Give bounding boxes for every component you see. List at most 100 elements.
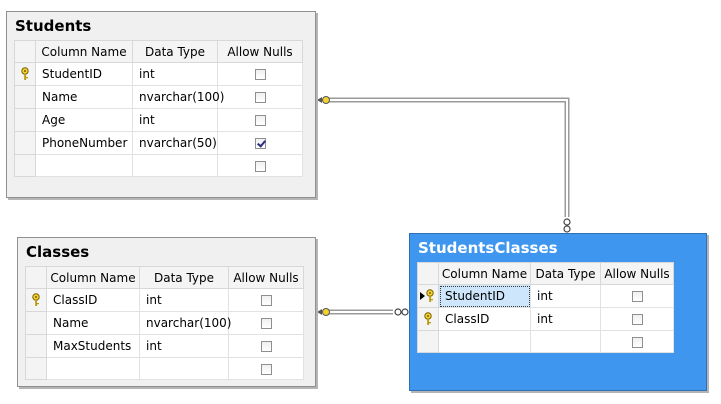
allow-nulls-checkbox[interactable] [631,336,643,348]
new-row[interactable] [14,154,303,177]
allow-nulls-cell[interactable] [217,62,303,86]
allow-nulls-cell[interactable] [217,131,303,155]
row-selector[interactable] [14,108,36,132]
column-name-header: Column Name [35,40,133,63]
column-name-cell[interactable]: MaxStudents [46,334,140,358]
column-name-cell[interactable]: ClassID [46,288,140,312]
column-name-cell[interactable]: ClassID [438,307,531,331]
row-selector[interactable] [14,85,36,109]
data-type-cell[interactable]: int [530,307,601,331]
table-row[interactable]: MaxStudents int [25,334,304,358]
row-selector[interactable] [25,334,47,358]
table-row[interactable]: Name nvarchar(100) [14,85,303,109]
row-selector[interactable] [25,288,47,312]
table-row[interactable]: ClassID int [417,307,674,331]
table-row[interactable]: Name nvarchar(100) [25,311,304,335]
table-row[interactable]: StudentID int [14,62,303,86]
relationship-students-studentsclasses[interactable] [317,96,571,233]
allow-nulls-cell[interactable] [228,357,304,380]
row-selector[interactable] [14,131,36,155]
row-selector[interactable] [417,307,439,331]
table-studentsclasses[interactable]: StudentsClasses Column Name Data Type Al… [409,233,707,391]
row-selector[interactable] [25,311,47,335]
key-end-icon [317,96,330,104]
column-name-cell[interactable]: StudentID [35,62,133,86]
data-type-cell[interactable]: nvarchar(100) [132,85,225,109]
table-title: StudentsClasses [418,239,558,257]
grid-header-row: Column Name Data Type Allow Nulls [25,266,304,289]
column-name-cell[interactable]: StudentID [438,284,531,308]
key-icon [426,289,434,302]
row-selector[interactable] [25,357,47,380]
data-type-cell[interactable]: nvarchar(100) [139,311,232,335]
data-type-header: Data Type [530,262,601,285]
row-selector-header [417,262,439,285]
column-name-header: Column Name [438,262,531,285]
column-name-cell[interactable] [438,330,531,353]
allow-nulls-cell[interactable] [228,311,304,335]
column-name-cell[interactable]: Name [46,311,140,335]
data-type-cell[interactable] [530,330,601,353]
allow-nulls-cell[interactable] [217,108,303,132]
table-row[interactable]: StudentID int [417,284,674,308]
column-name-cell[interactable]: PhoneNumber [35,131,133,155]
new-row[interactable] [25,357,304,380]
row-selector-header [25,266,47,289]
infinity-icon [394,308,409,316]
allow-nulls-checkbox[interactable] [631,291,643,302]
data-type-cell[interactable]: int [139,288,229,312]
key-icon [424,312,432,325]
table-title: Students [15,17,92,35]
allow-nulls-header: Allow Nulls [228,266,304,289]
data-type-cell[interactable] [132,154,218,177]
row-selector[interactable] [14,154,36,177]
column-name-cell[interactable] [46,357,140,380]
allow-nulls-cell[interactable] [228,288,304,312]
arrow-icon [420,289,434,302]
allow-nulls-cell[interactable] [600,307,674,331]
row-selector[interactable] [417,284,439,308]
row-selector[interactable] [417,330,439,353]
table-row[interactable]: ClassID int [25,288,304,312]
table-classes[interactable]: Classes Column Name Data Type Allow Null… [17,237,316,387]
data-type-cell[interactable]: int [139,334,229,358]
row-selector-header [14,40,36,63]
table-students[interactable]: Students Column Name Data Type Allow Nul… [6,11,316,198]
data-type-cell[interactable] [139,357,229,380]
allow-nulls-checkbox[interactable] [254,115,266,126]
allow-nulls-cell[interactable] [600,330,674,353]
allow-nulls-checkbox[interactable] [254,160,266,172]
column-name-cell[interactable]: Name [35,85,133,109]
data-type-header: Data Type [132,40,218,63]
column-name-cell[interactable]: Age [35,108,133,132]
data-type-cell[interactable]: int [132,62,218,86]
column-name-header: Column Name [46,266,140,289]
key-icon [21,67,29,80]
allow-nulls-cell[interactable] [228,334,304,358]
data-type-cell[interactable]: int [530,284,601,308]
row-selector[interactable] [14,62,36,86]
allow-nulls-cell[interactable] [217,154,303,177]
allow-nulls-checkbox[interactable] [260,341,272,352]
allow-nulls-checkbox[interactable] [254,92,266,103]
allow-nulls-checkbox[interactable] [260,295,272,306]
allow-nulls-cell[interactable] [217,85,303,109]
column-name-cell[interactable] [35,154,133,177]
column-grid: Column Name Data Type Allow Nulls Studen… [14,40,303,177]
allow-nulls-header: Allow Nulls [600,262,674,285]
table-row[interactable]: PhoneNumber nvarchar(50) [14,131,303,155]
column-grid: Column Name Data Type Allow Nulls ClassI… [25,266,304,380]
data-type-cell[interactable]: int [132,108,218,132]
allow-nulls-checkbox[interactable] [631,314,643,325]
allow-nulls-checkbox[interactable] [254,138,266,149]
relationship-classes-studentsclasses[interactable] [317,308,409,316]
key-icon [32,293,40,306]
allow-nulls-checkbox[interactable] [260,363,272,375]
new-row[interactable] [417,330,674,353]
allow-nulls-cell[interactable] [600,284,674,308]
data-type-cell[interactable]: nvarchar(50) [132,131,218,155]
allow-nulls-checkbox[interactable] [254,69,266,80]
allow-nulls-checkbox[interactable] [260,318,272,329]
table-row[interactable]: Age int [14,108,303,132]
